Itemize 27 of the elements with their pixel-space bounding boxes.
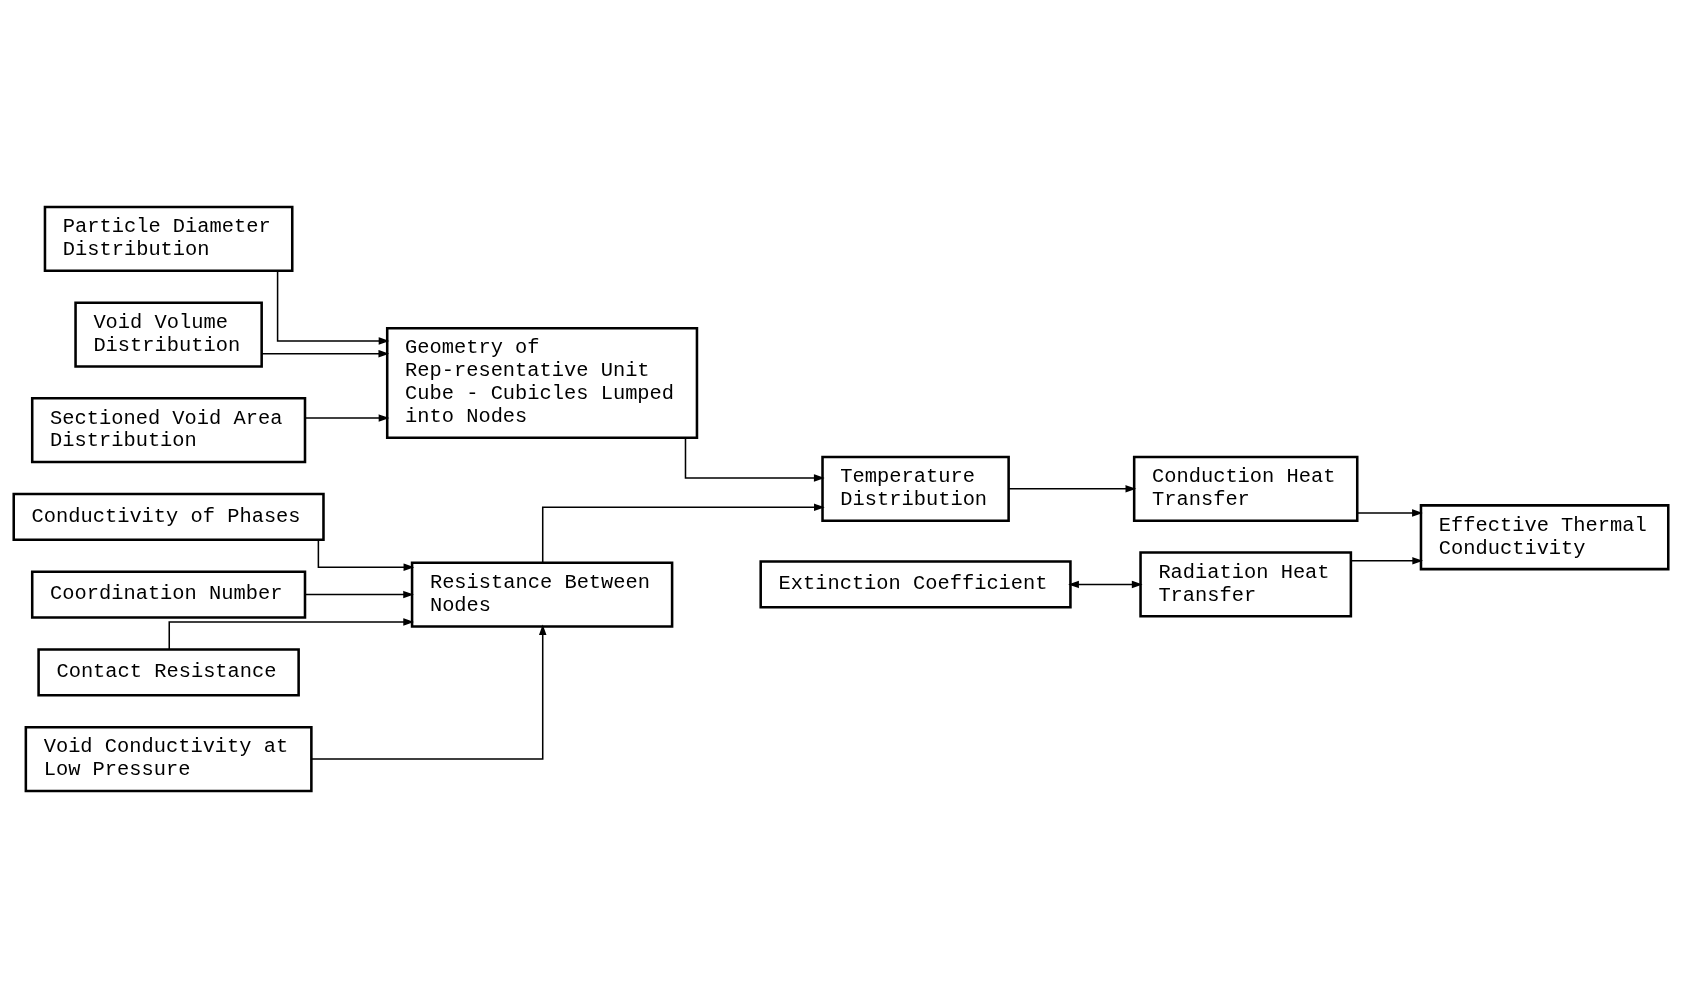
arrow bbox=[1350, 557, 1424, 565]
arrow bbox=[1356, 509, 1423, 517]
arrow bbox=[310, 624, 547, 760]
node-box: Radiation Heat Transfer bbox=[1139, 551, 1353, 618]
node-box: Temperature Distribution bbox=[821, 455, 1010, 522]
arrow bbox=[304, 414, 390, 422]
node-box: Sectioned Void Area Distribution bbox=[30, 397, 307, 464]
node-box: Extinction Coefficient bbox=[759, 560, 1072, 609]
arrow bbox=[304, 590, 414, 599]
arrow bbox=[317, 539, 415, 571]
arrow bbox=[541, 503, 825, 564]
node-box: Conductivity of Phases bbox=[12, 492, 325, 542]
node-box: Geometry of Rep-resentative Unit Cube - Cubicles Lumped into Nodes bbox=[385, 326, 699, 440]
node-box: Contact Resistance bbox=[37, 648, 300, 697]
arrow bbox=[168, 618, 414, 650]
node-box: Effective Thermal Conductivity bbox=[1419, 504, 1670, 571]
arrow bbox=[1068, 580, 1143, 589]
arrow bbox=[261, 349, 390, 358]
node-box: Void Volume Distribution bbox=[74, 301, 263, 368]
node-box: Conduction Heat Transfer bbox=[1132, 455, 1359, 522]
arrow bbox=[1008, 485, 1137, 493]
node-box: Void Conductivity at Low Pressure bbox=[24, 725, 313, 793]
node-box: Coordination Number bbox=[30, 570, 307, 619]
arrow bbox=[276, 270, 390, 345]
node-box: Resistance Between Nodes bbox=[410, 561, 674, 628]
arrow bbox=[684, 437, 825, 482]
node-box: Particle Diameter Distribution bbox=[43, 205, 294, 273]
